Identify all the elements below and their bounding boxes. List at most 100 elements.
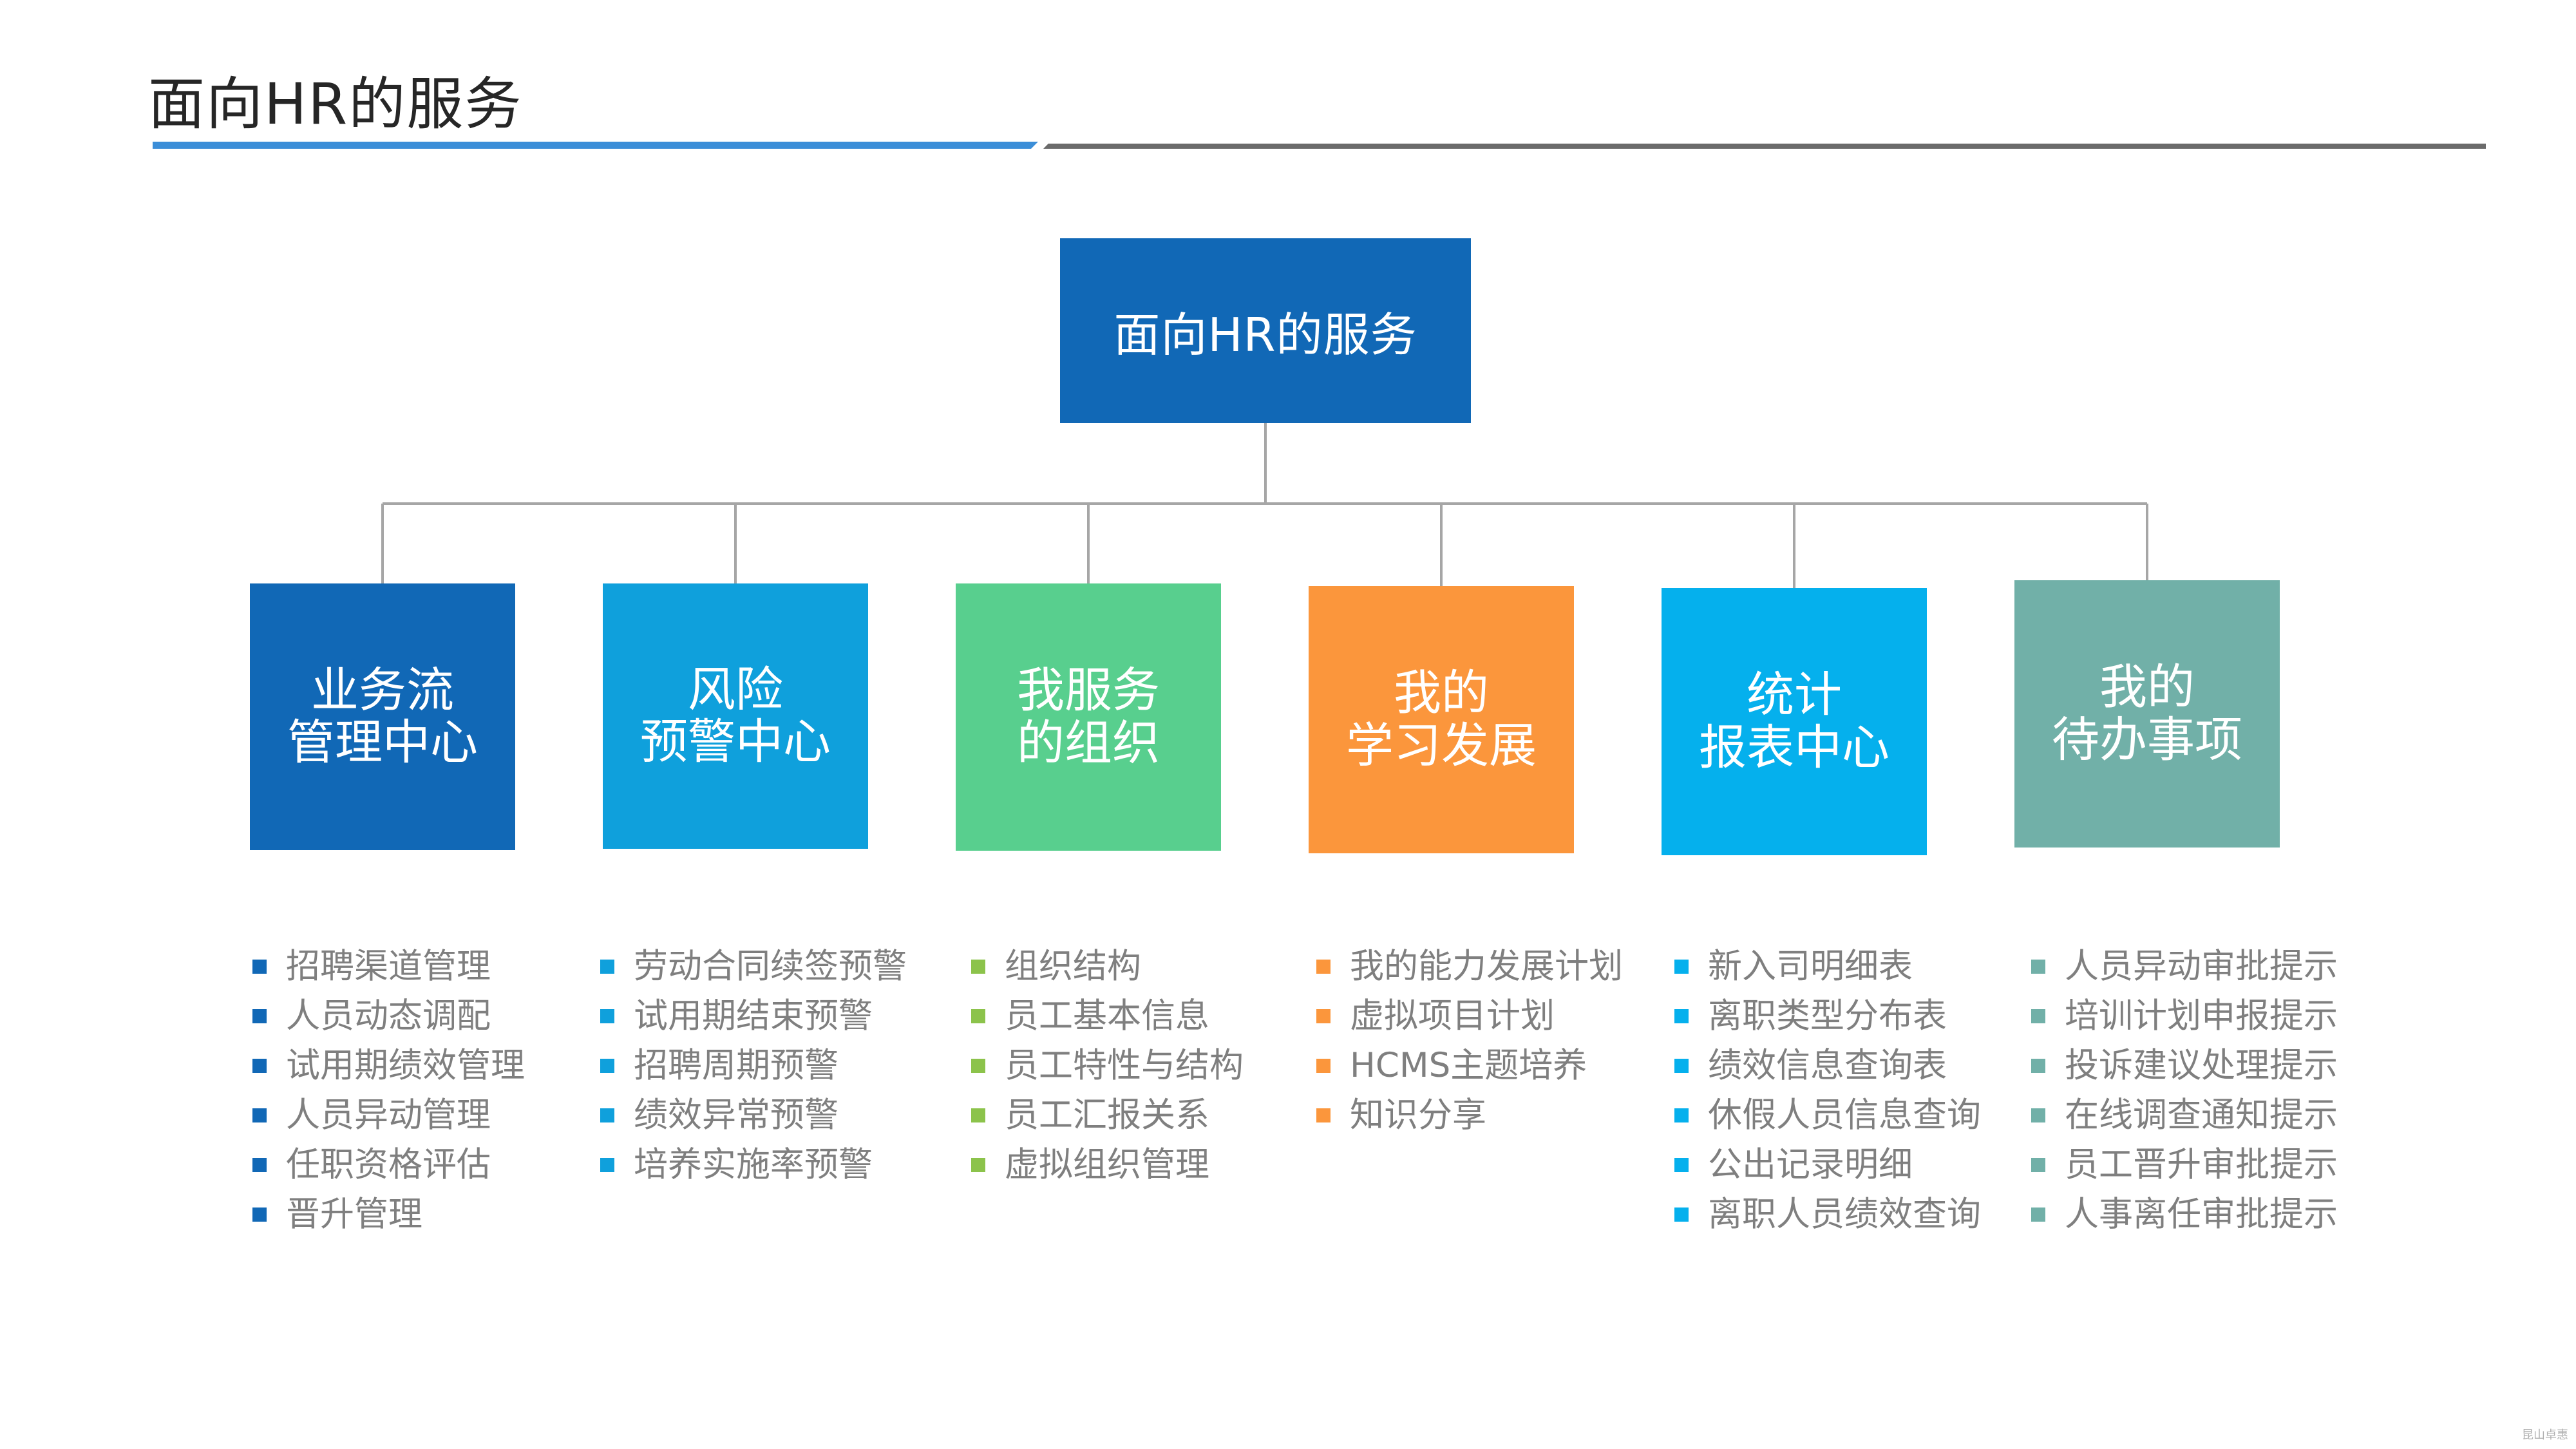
list-item-text: 试用期绩效管理: [286, 1046, 525, 1085]
list-item-text: 试用期结束预警: [634, 996, 873, 1036]
list-item: 绩效异常预警: [598, 1090, 907, 1140]
list-item-text: 组织结构: [1005, 947, 1141, 986]
list-item: 员工基本信息: [969, 991, 1244, 1041]
square-bullet-icon: [2031, 1009, 2045, 1023]
list-item-text: 人员异动审批提示: [2065, 947, 2338, 986]
list-item-text: 招聘周期预警: [634, 1046, 838, 1085]
list-item: 投诉建议处理提示: [2029, 1041, 2338, 1090]
square-bullet-icon: [252, 960, 267, 974]
square-bullet-icon: [1674, 1208, 1689, 1222]
list-item: 试用期绩效管理: [250, 1041, 525, 1090]
list-item-text: 虚拟项目计划: [1350, 996, 1555, 1036]
list-item: 招聘周期预警: [598, 1041, 907, 1090]
square-bullet-icon: [252, 1158, 267, 1172]
square-bullet-icon: [971, 1009, 985, 1023]
footer-watermark: 昆山卓惠: [2522, 1428, 2568, 1442]
square-bullet-icon: [1674, 960, 1689, 974]
list-item-text: HCMS主题培养: [1350, 1046, 1587, 1085]
category-item-list-risk-alert: 劳动合同续签预警 试用期结束预警 招聘周期预警 绩效异常预警 培养实施率预警: [598, 942, 907, 1189]
list-item-text: 绩效信息查询表: [1708, 1046, 1947, 1085]
category-label: 我的 待办事项: [2052, 659, 2242, 768]
list-item-text: 劳动合同续签预警: [634, 947, 907, 986]
list-item-text: 员工晋升审批提示: [2065, 1145, 2338, 1184]
list-item: HCMS主题培养: [1314, 1041, 1623, 1090]
list-item: 培养实施率预警: [598, 1140, 907, 1189]
square-bullet-icon: [1316, 1009, 1331, 1023]
list-item: 虚拟组织管理: [969, 1140, 1244, 1189]
list-item-text: 绩效异常预警: [634, 1095, 838, 1135]
square-bullet-icon: [252, 1208, 267, 1222]
square-bullet-icon: [2031, 1158, 2045, 1172]
square-bullet-icon: [252, 1009, 267, 1023]
square-bullet-icon: [1674, 1059, 1689, 1073]
list-item: 人事离任审批提示: [2029, 1189, 2338, 1239]
category-box-organization: 我服务 的组织: [956, 583, 1221, 851]
list-item-text: 投诉建议处理提示: [2065, 1046, 2338, 1085]
category-item-list-reports: 新入司明细表 离职类型分布表 绩效信息查询表 休假人员信息查询 公出记录明细 离…: [1672, 942, 1981, 1239]
list-item: 离职人员绩效查询: [1672, 1189, 1981, 1239]
square-bullet-icon: [600, 1059, 614, 1073]
category-label: 风险 预警中心: [640, 661, 831, 770]
list-item: 人员异动管理: [250, 1090, 525, 1140]
list-item-text: 我的能力发展计划: [1350, 947, 1623, 986]
list-item: 知识分享: [1314, 1090, 1623, 1140]
list-item-text: 新入司明细表: [1708, 947, 1913, 986]
list-item-text: 人员动态调配: [286, 996, 491, 1036]
list-item: 员工晋升审批提示: [2029, 1140, 2338, 1189]
square-bullet-icon: [1316, 960, 1331, 974]
square-bullet-icon: [971, 1158, 985, 1172]
square-bullet-icon: [1674, 1108, 1689, 1122]
list-item: 新入司明细表: [1672, 942, 1981, 991]
list-item: 员工特性与结构: [969, 1041, 1244, 1090]
square-bullet-icon: [600, 1108, 614, 1122]
list-item: 晋升管理: [250, 1189, 525, 1239]
title-underline-rule: [1043, 144, 2486, 149]
title-underline-accent: [153, 142, 1038, 149]
category-label: 业务流 管理中心: [287, 662, 478, 770]
category-label: 我服务 的组织: [1017, 663, 1160, 771]
category-box-workflow: 业务流 管理中心: [250, 583, 515, 850]
list-item-text: 人员异动管理: [286, 1095, 491, 1135]
list-item: 培训计划申报提示: [2029, 991, 2338, 1041]
category-box-todo: 我的 待办事项: [2014, 580, 2280, 848]
square-bullet-icon: [600, 1009, 614, 1023]
list-item-text: 晋升管理: [286, 1195, 422, 1234]
list-item-text: 员工基本信息: [1005, 996, 1209, 1036]
square-bullet-icon: [2031, 960, 2045, 974]
square-bullet-icon: [600, 960, 614, 974]
category-box-learning: 我的 学习发展: [1309, 586, 1574, 853]
square-bullet-icon: [971, 960, 985, 974]
list-item: 人员动态调配: [250, 991, 525, 1041]
square-bullet-icon: [252, 1059, 267, 1073]
category-box-reports: 统计 报表中心: [1662, 588, 1927, 855]
square-bullet-icon: [2031, 1059, 2045, 1073]
list-item-text: 在线调查通知提示: [2065, 1095, 2338, 1135]
list-item-text: 休假人员信息查询: [1708, 1095, 1981, 1135]
list-item-text: 公出记录明细: [1708, 1145, 1913, 1184]
page-title: 面向HR的服务: [148, 71, 523, 137]
list-item: 虚拟项目计划: [1314, 991, 1623, 1041]
square-bullet-icon: [1316, 1059, 1331, 1073]
square-bullet-icon: [1316, 1108, 1331, 1122]
square-bullet-icon: [600, 1158, 614, 1172]
list-item: 任职资格评估: [250, 1140, 525, 1189]
list-item: 在线调查通知提示: [2029, 1090, 2338, 1140]
list-item: 我的能力发展计划: [1314, 942, 1623, 991]
category-label: 统计 报表中心: [1699, 667, 1889, 775]
list-item: 招聘渠道管理: [250, 942, 525, 991]
root-node-label: 面向HR的服务: [1113, 308, 1417, 362]
square-bullet-icon: [1674, 1158, 1689, 1172]
list-item-text: 知识分享: [1350, 1095, 1486, 1135]
list-item-text: 人事离任审批提示: [2065, 1195, 2338, 1234]
list-item-text: 培养实施率预警: [634, 1145, 873, 1184]
category-box-risk-alert: 风险 预警中心: [603, 583, 868, 849]
list-item: 人员异动审批提示: [2029, 942, 2338, 991]
list-item-text: 员工汇报关系: [1005, 1095, 1209, 1135]
list-item: 劳动合同续签预警: [598, 942, 907, 991]
list-item-text: 虚拟组织管理: [1005, 1145, 1209, 1184]
category-item-list-workflow: 招聘渠道管理 人员动态调配 试用期绩效管理 人员异动管理 任职资格评估 晋升管理: [250, 942, 525, 1239]
list-item: 员工汇报关系: [969, 1090, 1244, 1140]
square-bullet-icon: [2031, 1208, 2045, 1222]
category-item-list-todo: 人员异动审批提示 培训计划申报提示 投诉建议处理提示 在线调查通知提示 员工晋升…: [2029, 942, 2338, 1239]
